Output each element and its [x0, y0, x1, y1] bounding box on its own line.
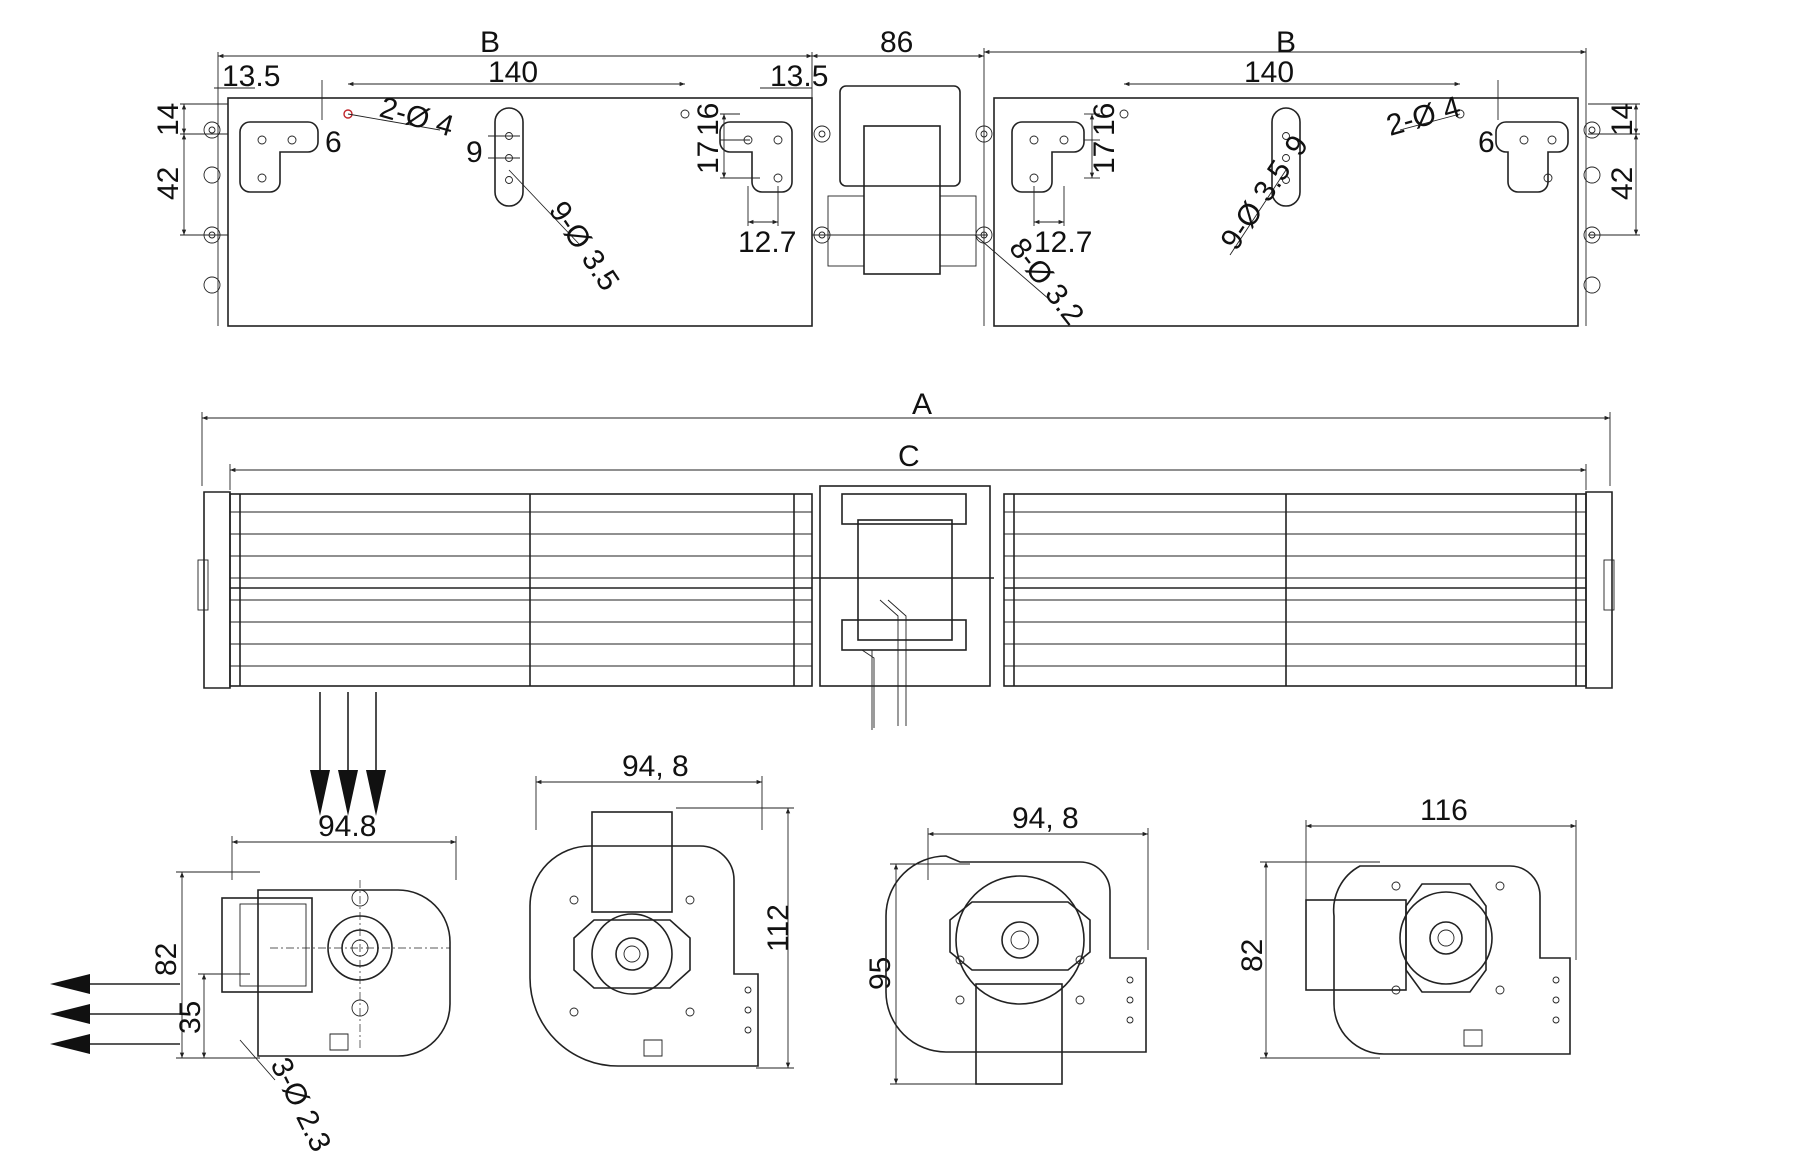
dim-42-right: 42	[1606, 167, 1639, 200]
end2-height: 112	[762, 904, 795, 952]
dim-9phi35-left: 9-Ø 3.5	[542, 195, 625, 296]
dim-6-right: 6	[1478, 126, 1495, 159]
right-blower	[1003, 491, 1615, 689]
end2-width: 94, 8	[622, 750, 689, 783]
dim-b-left: B	[480, 26, 500, 59]
end1-height: 82	[150, 943, 183, 976]
dim-14-left: 14	[152, 103, 185, 136]
end4-height: 82	[1236, 939, 1269, 972]
end3-width: 94, 8	[1012, 802, 1079, 835]
right-housing	[975, 97, 1601, 327]
left-housing	[203, 97, 831, 327]
dim-6-left: 6	[325, 126, 342, 159]
end-view-2: 94, 8 112	[529, 750, 795, 1069]
dim-16-left: 16	[692, 103, 725, 136]
end4-width: 116	[1420, 794, 1468, 827]
left-arrow-icon	[50, 974, 180, 1054]
end-view-1: 94.8 82 35 3-Ø 2.3	[150, 810, 457, 1157]
dim-9-left: 9	[466, 136, 483, 169]
top-view: B 13.5 140 14 6 2-Ø 4 42 9 9-Ø 3.5 13.5 …	[152, 26, 1640, 331]
dim-c: C	[898, 440, 920, 473]
dim-16-right: 16	[1088, 103, 1121, 136]
dim-13-5-right-inner: 13.5	[770, 60, 828, 93]
dim-17-left: 17	[692, 141, 725, 174]
end-view-3: 94, 8 95	[864, 802, 1149, 1085]
top-dimensions	[180, 48, 1640, 301]
end-view-4: 116 82	[1236, 794, 1577, 1059]
dim-140-left: 140	[488, 56, 538, 89]
dim-12-7-right: 12.7	[1034, 226, 1092, 259]
dim-140-right: 140	[1244, 56, 1294, 89]
dim-14-right: 14	[1606, 103, 1639, 136]
dim-12-7-left: 12.7	[738, 226, 796, 259]
dim-2phi4-left: 2-Ø 4	[376, 91, 457, 143]
marker-hole	[343, 109, 353, 119]
dim-13-5-left: 13.5	[222, 60, 280, 93]
dim-a: A	[912, 388, 932, 421]
motor-top	[812, 85, 988, 275]
dim-42-left: 42	[152, 167, 185, 200]
end1-holes: 3-Ø 2.3	[264, 1053, 338, 1157]
airflow-arrows	[50, 692, 386, 1054]
end1-inner: 35	[174, 1001, 207, 1034]
end1-width: 94.8	[318, 810, 376, 843]
dim-17-right: 17	[1088, 141, 1121, 174]
front-view: A C	[197, 388, 1615, 730]
dim-9-right: 9	[1278, 130, 1315, 162]
dim-86: 86	[880, 26, 913, 59]
motor-front	[812, 485, 994, 730]
left-blower	[197, 491, 813, 689]
end3-height: 95	[864, 957, 897, 990]
dim-b-right: B	[1276, 26, 1296, 59]
down-arrow-icon	[310, 692, 386, 816]
